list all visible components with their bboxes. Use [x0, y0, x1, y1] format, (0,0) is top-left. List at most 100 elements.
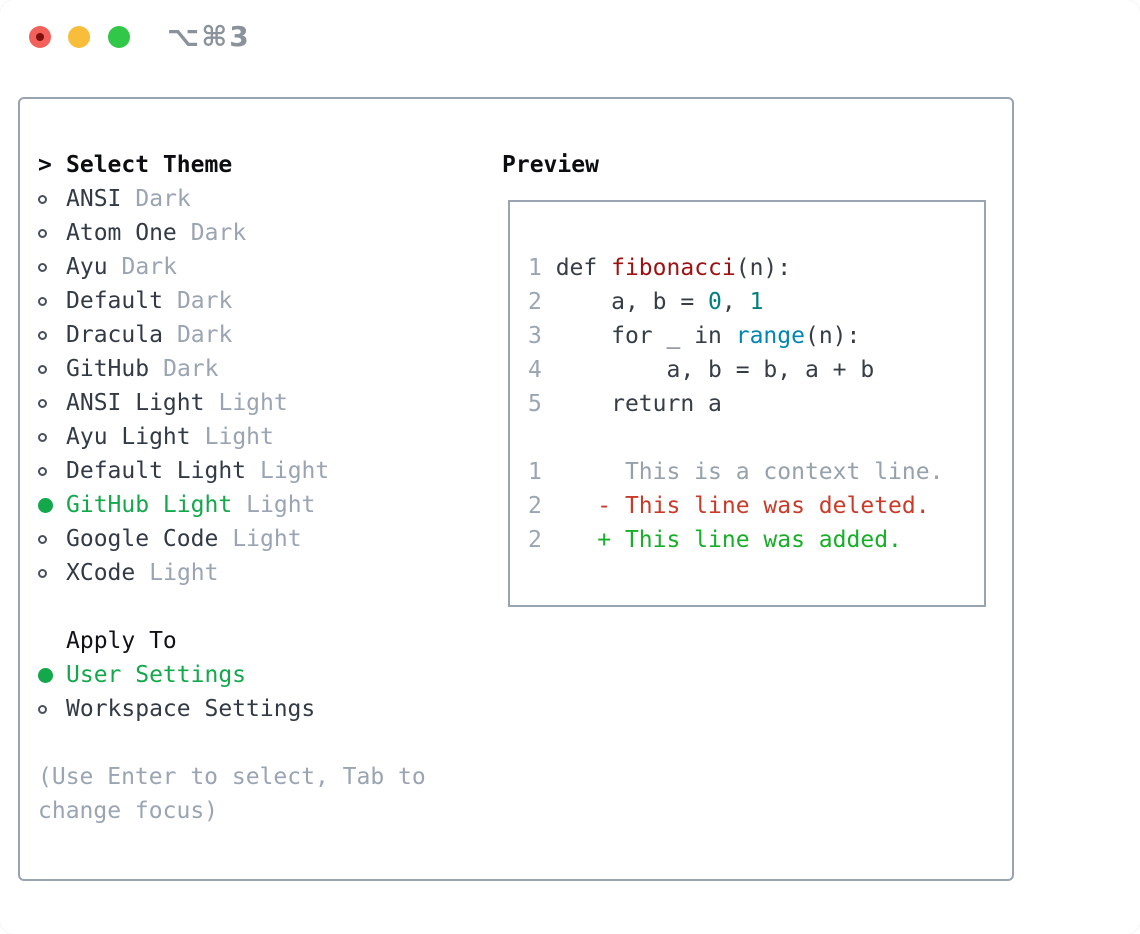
code-line: 1 def fibonacci(n):	[528, 251, 984, 285]
radio-icon	[38, 228, 66, 238]
theme-option-dracula[interactable]: Dracula Dark	[38, 318, 426, 352]
code-line: 3 for _ in range(n):	[528, 319, 984, 353]
variant-tag: Light	[260, 458, 330, 484]
variant-tag: Light	[218, 390, 288, 416]
variant-tag: Dark	[176, 288, 233, 314]
code-token: - This line was deleted.	[541, 493, 930, 519]
apply-option-user-settings[interactable]: User Settings	[38, 658, 426, 692]
code-token: (n):	[804, 323, 861, 349]
code-line: 5 return a	[528, 387, 984, 421]
hint-line: (Use Enter to select, Tab to	[38, 764, 426, 790]
code-token: 0	[708, 289, 722, 315]
theme-option-atom-one[interactable]: Atom One Dark	[38, 216, 426, 250]
option-label: Google Code	[66, 526, 219, 552]
titlebar: ⌥⌘3	[0, 0, 1140, 74]
theme-option-google-code[interactable]: Google Code Light	[38, 522, 426, 556]
theme-option-github[interactable]: GitHub Dark	[38, 352, 426, 386]
code-token: return	[541, 391, 709, 417]
radio-icon	[38, 398, 66, 408]
option-label: ANSI	[66, 186, 122, 212]
minimize-button[interactable]	[68, 26, 90, 48]
theme-option-default[interactable]: Default Dark	[38, 284, 426, 318]
option-label: Dracula	[66, 322, 163, 348]
option-label: Default	[66, 288, 163, 314]
code-line: 2 + This line was added.	[528, 523, 984, 557]
option-label: Default Light	[66, 458, 247, 484]
apply-to-heading: Apply To	[66, 628, 177, 654]
option-label: GitHub	[66, 356, 150, 382]
option-label: Ayu Light	[66, 424, 191, 450]
code-token: a	[708, 391, 722, 417]
radio-icon	[38, 568, 66, 578]
code-token: ,	[721, 289, 750, 315]
variant-tag: Dark	[176, 322, 233, 348]
code-token: 1	[749, 289, 764, 315]
radio-selected-icon	[38, 497, 66, 513]
apply-option-workspace-settings[interactable]: Workspace Settings	[38, 692, 426, 726]
code-token: _	[666, 323, 695, 349]
radio-icon	[38, 296, 66, 306]
option-label: User Settings	[66, 662, 247, 688]
code-token: def	[541, 255, 612, 281]
code-token: + This line was added.	[541, 527, 902, 553]
code-token: This is a context line.	[541, 459, 944, 485]
keyboard-hint: (Use Enter to select, Tab to change focus…	[38, 760, 426, 828]
code-line: 2 a, b = 0, 1	[528, 285, 984, 319]
line-number: 2	[528, 289, 542, 315]
code-token: a, b =	[541, 289, 709, 315]
radio-icon	[38, 194, 66, 204]
code-token: a, b = b, a + b	[541, 357, 875, 383]
zoom-button[interactable]	[108, 26, 130, 48]
prompt-icon: >	[38, 152, 52, 178]
radio-icon	[38, 262, 66, 272]
radio-icon	[38, 330, 66, 340]
code-token: fibonacci	[611, 255, 736, 281]
close-button[interactable]	[29, 26, 51, 48]
radio-icon	[38, 704, 66, 714]
variant-tag: Light	[149, 560, 219, 586]
option-label: ANSI Light	[66, 390, 205, 416]
line-number: 1	[528, 255, 542, 281]
line-number: 2	[528, 493, 542, 519]
variant-tag: Dark	[163, 356, 219, 382]
variant-tag: Dark	[135, 186, 191, 212]
code-line	[528, 421, 984, 455]
spacer	[38, 726, 426, 760]
option-label: Atom One	[66, 220, 177, 246]
variant-tag: Light	[232, 526, 302, 552]
variant-tag: Light	[246, 492, 316, 518]
code-token: (n):	[735, 255, 792, 281]
hint-line: change focus)	[38, 798, 219, 824]
option-label: Ayu	[66, 254, 108, 280]
option-label: Workspace Settings	[66, 696, 316, 722]
line-number: 4	[528, 357, 542, 383]
variant-tag: Dark	[121, 254, 177, 280]
page-title: Select Theme	[66, 152, 233, 178]
code-token: range	[735, 323, 805, 349]
theme-option-ansi-light[interactable]: ANSI Light Light	[38, 386, 426, 420]
radio-icon	[38, 432, 66, 442]
select-theme-heading: > Select Theme	[38, 148, 426, 182]
line-number: 2	[528, 527, 542, 553]
code-line: 2 - This line was deleted.	[528, 489, 984, 523]
theme-option-ayu[interactable]: Ayu Dark	[38, 250, 426, 284]
radio-icon	[38, 364, 66, 374]
line-number: 3	[528, 323, 542, 349]
radio-icon	[38, 466, 66, 476]
theme-option-ansi[interactable]: ANSI Dark	[38, 182, 426, 216]
code-line: 1 This is a context line.	[528, 455, 984, 489]
preview-heading: Preview	[502, 152, 599, 178]
line-number: 1	[528, 459, 542, 485]
spacer	[38, 590, 426, 624]
theme-option-default-light[interactable]: Default Light Light	[38, 454, 426, 488]
variant-tag: Dark	[190, 220, 247, 246]
